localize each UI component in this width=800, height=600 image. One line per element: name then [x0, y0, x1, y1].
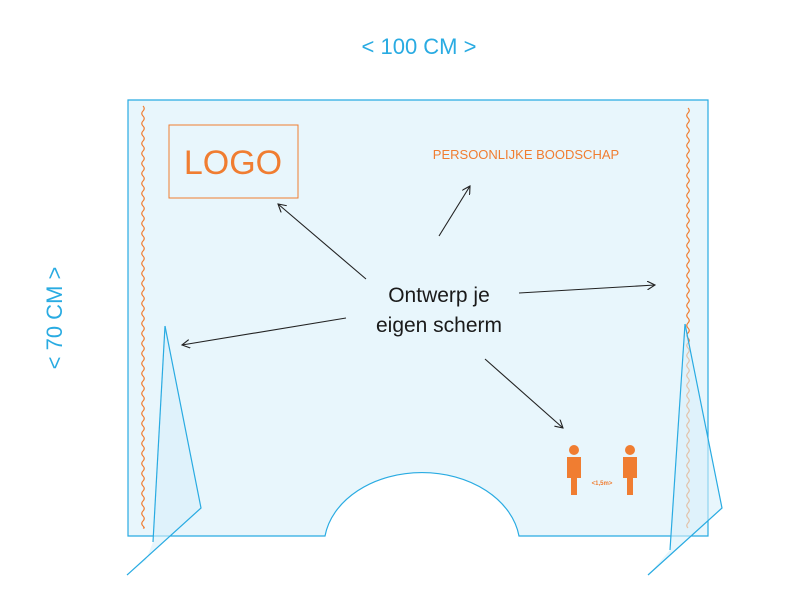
distance-label: <1,5m> — [592, 481, 613, 487]
arrow-to-logo — [278, 204, 367, 280]
wavy-edge-left-icon — [141, 105, 145, 529]
person-icon — [567, 445, 581, 495]
center-text-line1: Ontwerp je — [388, 284, 490, 307]
arrow-to-left-edge — [182, 317, 347, 345]
width-dimension-label: < 100 CM > — [362, 34, 477, 59]
center-text-line2: eigen scherm — [376, 314, 502, 337]
person-icon — [623, 445, 637, 495]
right-support-foot — [647, 323, 723, 576]
logo-box — [168, 124, 299, 199]
left-support-foot — [126, 325, 202, 576]
message-label: PERSOONLIJKE BOODSCHAP — [433, 147, 619, 162]
arrow-to-message — [438, 186, 470, 237]
arrow-to-distance — [484, 358, 563, 428]
arrow-to-right-edge — [518, 285, 655, 294]
logo-label: LOGO — [184, 144, 282, 182]
height-dimension-label: < 70 CM > — [42, 267, 67, 370]
